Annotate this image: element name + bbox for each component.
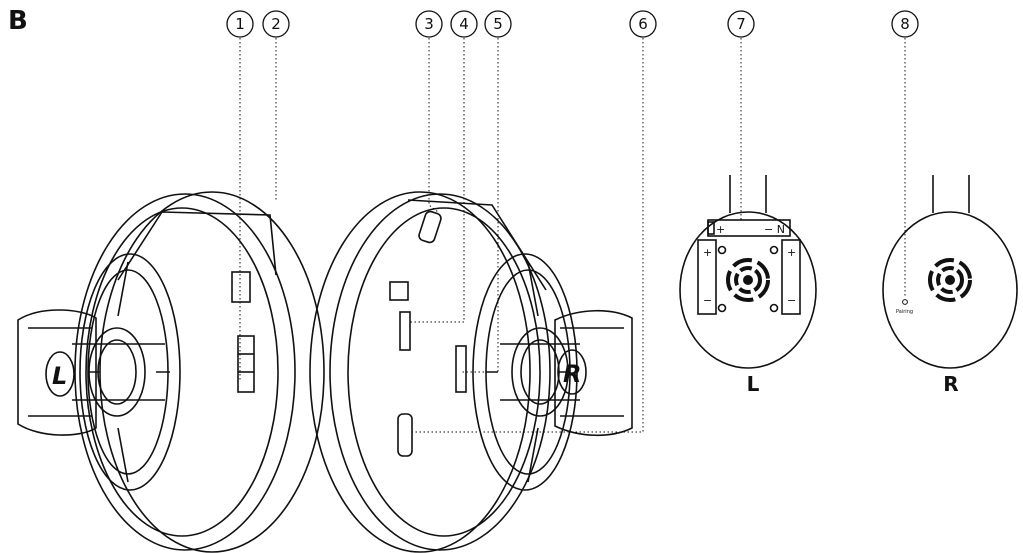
battery-plus-right: +: [787, 246, 796, 259]
right-headband-lines: [560, 327, 624, 417]
left-speaker-grille: [726, 258, 770, 302]
right-cup-view: Pairing: [882, 175, 1018, 369]
left-hub-inner: [97, 339, 137, 405]
right-headband-end: [554, 309, 633, 437]
callout-circle-2: [262, 10, 290, 38]
battery-minus-right: −: [787, 294, 796, 307]
right-cup-letter: R: [563, 360, 581, 388]
usb-port-6: [397, 413, 413, 457]
left-cup-letter: L: [52, 362, 67, 390]
battery-vertical-left: [697, 239, 717, 315]
left-cup-outline: [679, 211, 817, 369]
leader-line-3: [428, 38, 439, 213]
right-cup-outline: [882, 211, 1018, 369]
callout-circle-4: [450, 10, 478, 38]
right-cup-badge: [557, 349, 587, 395]
callout-number-6: 6: [638, 15, 648, 33]
callout-number-3: 3: [424, 15, 434, 33]
right-slot-top: [389, 281, 409, 301]
left-cup-battery-view: + − N + + − −: [679, 175, 817, 369]
left-side-plate: [79, 253, 181, 491]
left-cup-top-edge: [117, 211, 277, 281]
side-label-left: L: [746, 372, 760, 396]
right-switch-3: [418, 210, 442, 244]
battery-minus-h: − N: [764, 223, 785, 236]
left-cup-shell-inner: [85, 207, 279, 537]
callout-circle-8: [891, 10, 919, 38]
right-speaker-grille: [928, 258, 972, 302]
right-plate-spokes: [486, 261, 570, 483]
callout-circle-7: [727, 10, 755, 38]
battery-plus-h: +: [716, 223, 725, 236]
callout-number-5: 5: [493, 15, 503, 33]
left-plate-spokes: [88, 261, 170, 483]
callout-number-8: 8: [900, 15, 910, 33]
battery-minus-left: −: [703, 294, 712, 307]
left-rear-pad: [99, 191, 325, 553]
right-cup-shell-inner: [347, 207, 541, 537]
left-headphone: L: [17, 191, 325, 553]
left-control-buttons: [237, 335, 255, 393]
side-label-right: R: [943, 372, 959, 396]
leader-line-6: [410, 38, 644, 433]
callout-number-7: 7: [736, 15, 746, 33]
callout-number-2: 2: [271, 15, 281, 33]
callout-circle-3: [415, 10, 443, 38]
left-hub-axis: [72, 343, 165, 401]
callout-number-4: 4: [459, 15, 469, 33]
callout-circle-5: [484, 10, 512, 38]
pairing-led: [902, 299, 908, 305]
left-headband-end: [17, 309, 97, 436]
callout-markers: 1 2 3 4 5 6 7 8: [226, 10, 919, 38]
callout-circle-1: [226, 10, 254, 38]
left-cup-shell: [74, 193, 296, 551]
right-hub-axis: [500, 343, 580, 401]
right-cup-shell: [329, 193, 551, 551]
battery-vertical-right: [781, 239, 801, 315]
leader-line-4: [410, 38, 465, 323]
battery-plus-left: +: [703, 246, 712, 259]
right-button-5: [455, 345, 467, 393]
left-headband-lines: [28, 327, 92, 417]
callout-number-1: 1: [235, 15, 245, 33]
right-headphone: R: [309, 191, 633, 553]
right-side-plate: [472, 253, 578, 491]
left-slot-top: [231, 271, 251, 303]
right-button-4: [399, 311, 411, 351]
right-hub-inner: [520, 339, 560, 405]
right-rear-pad: [309, 191, 531, 553]
right-cup-top-edge: [407, 199, 547, 291]
callout-circle-6: [629, 10, 657, 38]
right-hub-outer: [511, 327, 569, 417]
section-label: B: [8, 6, 28, 36]
leader-lines: [239, 38, 906, 433]
pairing-label: Pairing: [896, 309, 913, 315]
left-hub-outer: [88, 327, 146, 417]
left-cup-badge: [45, 351, 75, 397]
